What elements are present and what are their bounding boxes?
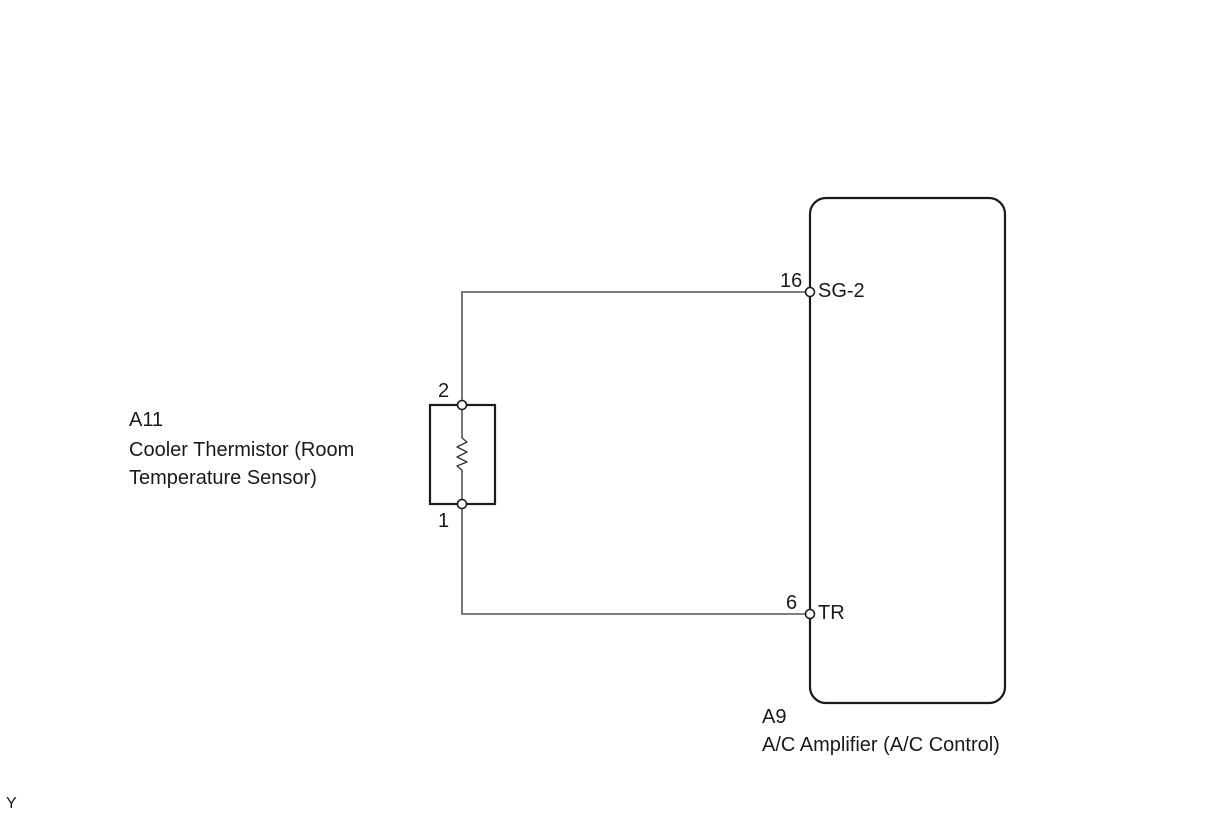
amplifier-pin-6	[804, 608, 816, 620]
amplifier-pin-6-signal: TR	[818, 602, 845, 624]
sensor-name-line1: Cooler Thermistor (Room	[129, 439, 354, 461]
wire-sg2	[461, 291, 806, 405]
amplifier-pin-16-number: 16	[780, 270, 802, 292]
amplifier-pin-6-number: 6	[786, 592, 797, 614]
thermistor-pin-2	[456, 399, 468, 411]
thermistor-pin-1	[456, 498, 468, 510]
amplifier-pin-16	[804, 286, 816, 298]
amplifier-code: A9	[762, 706, 786, 728]
thermistor-pin-1-label: 1	[438, 510, 449, 532]
amplifier-box	[808, 196, 1007, 705]
wire-tr	[461, 504, 806, 615]
sensor-name-line2: Temperature Sensor)	[129, 467, 317, 489]
amplifier-name: A/C Amplifier (A/C Control)	[762, 734, 1000, 756]
corner-mark: Y	[6, 795, 17, 812]
amplifier-pin-16-signal: SG-2	[818, 280, 865, 302]
resistor-symbol	[456, 437, 468, 471]
thermistor-pin-2-label: 2	[438, 380, 449, 402]
sensor-code: A11	[129, 409, 163, 431]
